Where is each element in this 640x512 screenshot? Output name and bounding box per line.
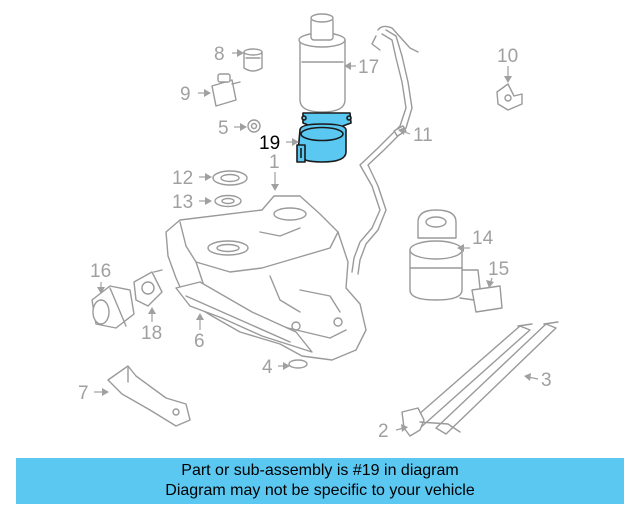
parts-diagram: 8 9 5 17 11 10 12 13 1 19 14 15 16 18 6 …: [78, 13, 559, 442]
info-banner: Part or sub-assembly is #19 in diagram D…: [16, 458, 624, 504]
callout-9: 9: [180, 84, 191, 105]
float-part: [459, 285, 503, 313]
clip-part: [496, 83, 523, 111]
gasket-part: [214, 194, 242, 208]
callout-4: 4: [262, 357, 273, 378]
heat-shield-part: [175, 281, 313, 353]
seal-ring-part: [212, 170, 248, 186]
banner-line-disclaimer: Diagram may not be specific to your vehi…: [165, 482, 475, 499]
bracket-part: [107, 365, 191, 427]
callout-16: 16: [90, 261, 111, 282]
sending-unit-part: [409, 209, 481, 301]
strap-hanger-part: [401, 407, 461, 437]
callout-14: 14: [472, 228, 494, 249]
callout-7: 7: [78, 383, 89, 404]
callout-11: 11: [413, 125, 433, 146]
callout-19: 19: [259, 133, 280, 154]
callout-10: 10: [497, 46, 518, 67]
callout-5: 5: [218, 118, 229, 139]
callout-18: 18: [141, 323, 162, 344]
nut-part: [247, 119, 261, 133]
plug-part: [243, 48, 263, 72]
callout-12: 12: [172, 168, 193, 189]
callout-8: 8: [214, 44, 225, 65]
callout-15: 15: [488, 259, 509, 280]
banner-line-part-number: Part or sub-assembly is #19 in diagram: [181, 462, 459, 479]
callout-2: 2: [378, 421, 389, 442]
fuel-tank-part: [165, 195, 367, 361]
callout-13: 13: [172, 192, 193, 213]
highlighted-bracket-part-19: [296, 112, 352, 163]
fuel-pump-part: [91, 285, 135, 329]
callout-17: 17: [358, 57, 379, 78]
callout-3: 3: [541, 370, 552, 391]
fuel-filter-part: [298, 13, 346, 117]
fuel-line-part: [351, 25, 419, 275]
leader-lines: [94, 49, 539, 432]
drain-seal-part: [288, 359, 308, 369]
connector-part: [211, 73, 241, 107]
strainer-part: [133, 269, 163, 307]
callout-6: 6: [194, 331, 205, 352]
callout-labels: 8 9 5 17 11 10 12 13 1 19 14 15 16 18 6 …: [78, 44, 552, 442]
callout-1: 1: [269, 152, 280, 173]
